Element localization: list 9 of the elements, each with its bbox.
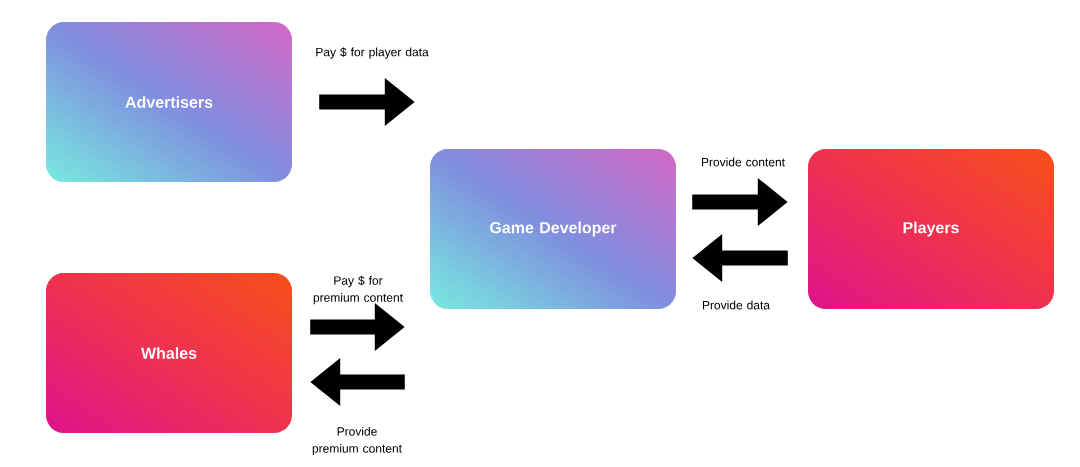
edge-label: Pay $ for premium content (313, 275, 403, 305)
edge-label: Provide content (701, 157, 785, 167)
process-box: Whales (46, 273, 292, 433)
edge-label: Provide premium content (312, 426, 402, 456)
process-box: Advertisers (46, 22, 292, 182)
process-box: Players (808, 149, 1054, 309)
process-box: Game Developer (430, 149, 676, 309)
edge-label: Provide data (702, 300, 770, 310)
edge-label: Pay $ for player data (316, 47, 429, 59)
